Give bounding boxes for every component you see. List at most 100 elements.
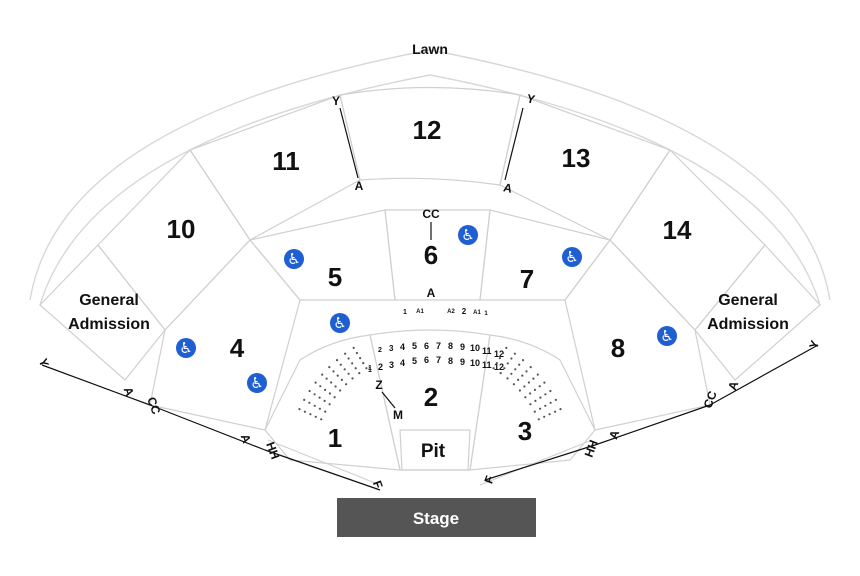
seat-dot	[505, 346, 508, 349]
seat-number: 1	[368, 367, 372, 374]
seat-dot	[339, 363, 342, 366]
row-marker-f-left: F	[370, 479, 386, 491]
seat-dot	[314, 415, 317, 418]
seat-dot	[529, 403, 532, 406]
row-marker-m: M	[393, 408, 403, 422]
seat-dot	[529, 366, 532, 369]
seat-dot	[499, 372, 502, 375]
wheelchair-icon[interactable]: ♿	[247, 373, 267, 393]
seat-number: 2	[378, 347, 382, 354]
pit-outline[interactable]	[399, 429, 471, 471]
row-marker-a-left-outer: A	[121, 385, 137, 398]
section-11-label: 11	[272, 146, 300, 176]
seat-dot	[495, 362, 498, 365]
seat-dot	[343, 368, 346, 371]
seat-dot	[506, 377, 509, 380]
seat-dot	[517, 378, 520, 381]
section-5-outline[interactable]	[248, 209, 396, 301]
seat-label: 1	[403, 309, 407, 316]
seat-number: 8	[448, 341, 453, 351]
seat-dot	[538, 385, 541, 388]
section-14-label: 14	[663, 215, 692, 245]
aisle-line-zm	[381, 391, 396, 409]
seat-dot	[534, 399, 537, 402]
seat-dot	[303, 398, 306, 401]
seat-dot	[351, 362, 354, 365]
seat-dot	[533, 388, 537, 391]
seat-dot	[313, 393, 316, 396]
seat-label: A2	[447, 309, 455, 315]
seat-number: 5	[412, 356, 417, 366]
seat-number: 9	[460, 342, 465, 352]
svg-text:♿: ♿	[287, 250, 300, 268]
row-marker-a-section6: A	[427, 286, 436, 300]
seat-number: 7	[436, 341, 441, 351]
row-marker-a-right-inner: A	[606, 428, 622, 441]
row-line-left-front	[264, 449, 381, 491]
seat-dot	[514, 368, 517, 371]
section-4-outline[interactable]	[149, 239, 301, 431]
wheelchair-icon[interactable]: ♿	[458, 225, 478, 245]
seat-dot	[358, 372, 361, 375]
seat-dot	[328, 366, 331, 369]
svg-text:♿: ♿	[565, 248, 578, 266]
seat-dot	[303, 410, 306, 413]
front-edge-left	[267, 439, 381, 486]
seat-dot	[521, 359, 525, 362]
section-6-label: 6	[424, 240, 438, 270]
section-3-outline[interactable]	[469, 334, 596, 471]
seat-dot	[523, 385, 526, 388]
wheelchair-icon[interactable]: ♿	[284, 249, 304, 269]
seat-number: 3	[389, 360, 394, 370]
section-4-label: 4	[230, 333, 245, 363]
seat-dot	[324, 410, 327, 413]
svg-text:♿: ♿	[250, 374, 263, 392]
seat-dot	[521, 374, 524, 377]
seat-number: 12	[494, 362, 504, 372]
wheelchair-icon[interactable]: ♿	[562, 247, 582, 267]
section-5-label: 5	[328, 262, 342, 292]
general-admission-right-line1: General	[718, 292, 778, 309]
seat-dot	[314, 381, 317, 384]
seat-dot	[320, 418, 323, 421]
section-10-label: 10	[167, 214, 196, 244]
wheelchair-icon[interactable]: ♿	[330, 313, 350, 333]
seat-number: 11	[482, 360, 492, 370]
seat-number: 12	[494, 349, 504, 359]
seat-dot	[359, 357, 362, 360]
seat-label: A1	[416, 309, 424, 315]
section-2-seat-rows: 1 2 3 4 5 6 7 8 9 10 11 12 1 2 3 4 5 6 7…	[368, 341, 504, 374]
seat-dot	[537, 418, 540, 421]
seat-dot	[527, 381, 531, 384]
stage-block	[337, 498, 536, 537]
seat-dot	[323, 399, 326, 402]
general-admission-right-outline[interactable]	[694, 244, 821, 381]
lawn-boundary[interactable]	[29, 49, 831, 301]
section-3-seat-dots	[492, 346, 562, 421]
seat-dot	[318, 407, 321, 410]
seat-dot	[355, 351, 358, 355]
seat-label: 2	[462, 307, 467, 316]
stage[interactable]: Stage	[337, 498, 536, 537]
seat-number: 3	[389, 344, 394, 353]
seat-dot	[308, 401, 311, 404]
seat-dot	[543, 381, 546, 384]
seat-dot	[506, 362, 509, 365]
seat-number: 9	[460, 357, 465, 367]
seat-dot	[319, 385, 322, 388]
wheelchair-icon[interactable]: ♿	[657, 326, 677, 346]
section-7-outline[interactable]	[479, 209, 612, 301]
row-line-right-lower	[594, 404, 711, 446]
row-marker-cc-left: CC	[144, 395, 163, 416]
seat-dot	[529, 392, 532, 395]
seat-dot	[298, 408, 301, 411]
seat-number: 2	[378, 362, 383, 372]
seat-dot	[498, 357, 501, 360]
general-admission-left-outline[interactable]	[39, 244, 166, 381]
seat-dot	[347, 372, 350, 375]
seat-dot	[354, 367, 357, 370]
wheelchair-icon[interactable]: ♿	[176, 338, 196, 358]
section-12-label: 12	[413, 115, 442, 145]
seat-number: 6	[424, 341, 429, 351]
section-8-outline[interactable]	[564, 239, 711, 431]
